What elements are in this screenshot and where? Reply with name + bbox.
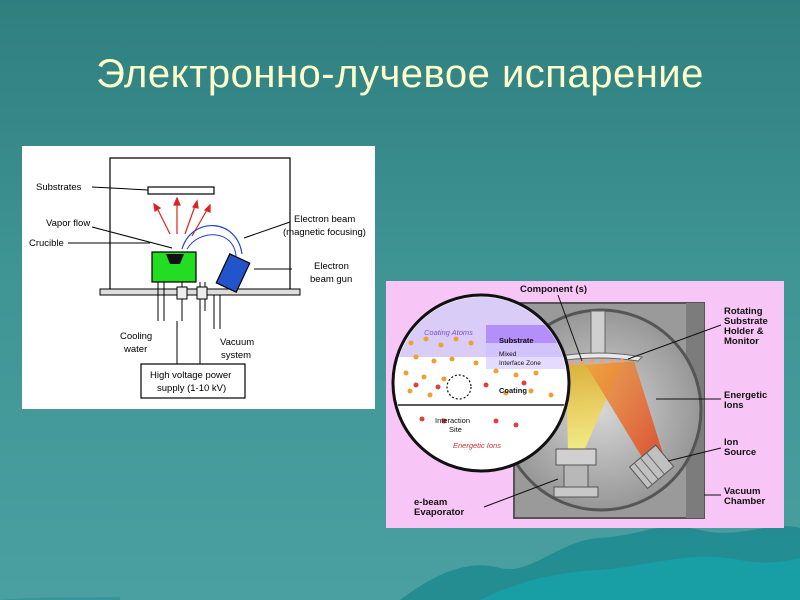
label-ion-source: Ion <box>724 437 738 448</box>
label-electron-beam: Electron beam <box>294 214 355 225</box>
label-power-supply: High voltage power <box>150 370 231 381</box>
slide-title: Электронно-лучевое испарение <box>96 52 704 96</box>
evaporation-schematic-panel: Substrates Vapor flow Crucible Electron … <box>22 146 375 409</box>
electron-beam-arc-inner <box>186 234 237 257</box>
label-rotating-4: Monitor <box>724 336 759 347</box>
label-ebeam: e-beam <box>414 497 447 508</box>
feedthrough <box>176 286 188 300</box>
label-cooling: Cooling <box>120 331 152 342</box>
ion-assisted-chamber-panel: Component (s) Rotating Substrate Holder … <box>386 281 784 528</box>
electron-gun <box>215 253 251 293</box>
label-vapor-flow: Vapor flow <box>46 218 90 229</box>
evaporator-base <box>553 486 599 498</box>
evaporation-schematic: Substrates Vapor flow Crucible Electron … <box>29 157 366 399</box>
substrate-holder <box>147 186 215 195</box>
label-electron-beam-2: (magnetic focusing) <box>283 227 366 238</box>
label-energetic-ions-inset: Energetic Ions <box>453 441 501 450</box>
ion-source <box>628 444 675 490</box>
label-power-supply-2: supply (1-10 kV) <box>157 383 226 394</box>
label-electron-gun: Electron <box>314 261 349 272</box>
label-rotating: Rotating <box>724 306 763 317</box>
label-coating-atoms: Coating Atoms <box>424 328 473 337</box>
label-vacuum-chamber: Vacuum <box>724 486 760 497</box>
energetic-ions <box>413 380 527 428</box>
label-component: Component (s) <box>520 284 587 295</box>
label-substrates: Substrates <box>36 182 82 193</box>
leader-lines-right <box>483 294 722 508</box>
label-energetic-ions: Energetic <box>724 390 767 401</box>
label-rotating-2: Substrate <box>724 316 768 327</box>
label-mixed: Mixed <box>499 351 517 358</box>
interaction-site <box>446 374 472 400</box>
label-coating: Coating <box>499 386 527 395</box>
label-cooling-2: water <box>123 344 147 355</box>
label-energetic-ions-2: Ions <box>724 400 744 411</box>
label-vacuum-2: system <box>221 350 251 361</box>
label-mixed-2: Interface Zone <box>499 360 541 367</box>
label-electron-gun-2: beam gun <box>310 274 352 285</box>
ion-beam-plume <box>586 361 664 467</box>
label-substrate: Substrate <box>499 336 534 345</box>
ion-assisted-chamber: Component (s) Rotating Substrate Holder … <box>391 284 768 519</box>
label-rotating-3: Holder & <box>724 326 764 337</box>
feedthrough-2 <box>196 286 208 300</box>
label-ion-source-2: Source <box>724 447 756 458</box>
substrate-holder <box>552 352 644 362</box>
label-interaction: Interaction <box>435 416 470 425</box>
vacuum-pipe <box>213 295 221 329</box>
component-dots <box>570 359 624 365</box>
electron-beam-arc <box>181 225 243 255</box>
label-interaction-2: Site <box>449 425 462 434</box>
label-crucible: Crucible <box>29 238 64 249</box>
rotating-shaft <box>590 310 606 356</box>
chamber-outline <box>109 157 291 289</box>
evaporator-crucible <box>555 448 597 466</box>
vapor-flow-arrows <box>153 196 211 237</box>
label-ebeam-2: Evaporator <box>414 507 464 518</box>
coating-atoms <box>403 336 554 398</box>
power-lines <box>176 311 201 364</box>
background-waves <box>0 526 800 600</box>
crucible-pocket <box>166 254 184 264</box>
leader-lines <box>68 186 292 270</box>
label-vacuum: Vacuum <box>220 337 254 348</box>
label-vacuum-chamber-2: Chamber <box>724 496 765 507</box>
power-supply-box <box>140 363 246 399</box>
